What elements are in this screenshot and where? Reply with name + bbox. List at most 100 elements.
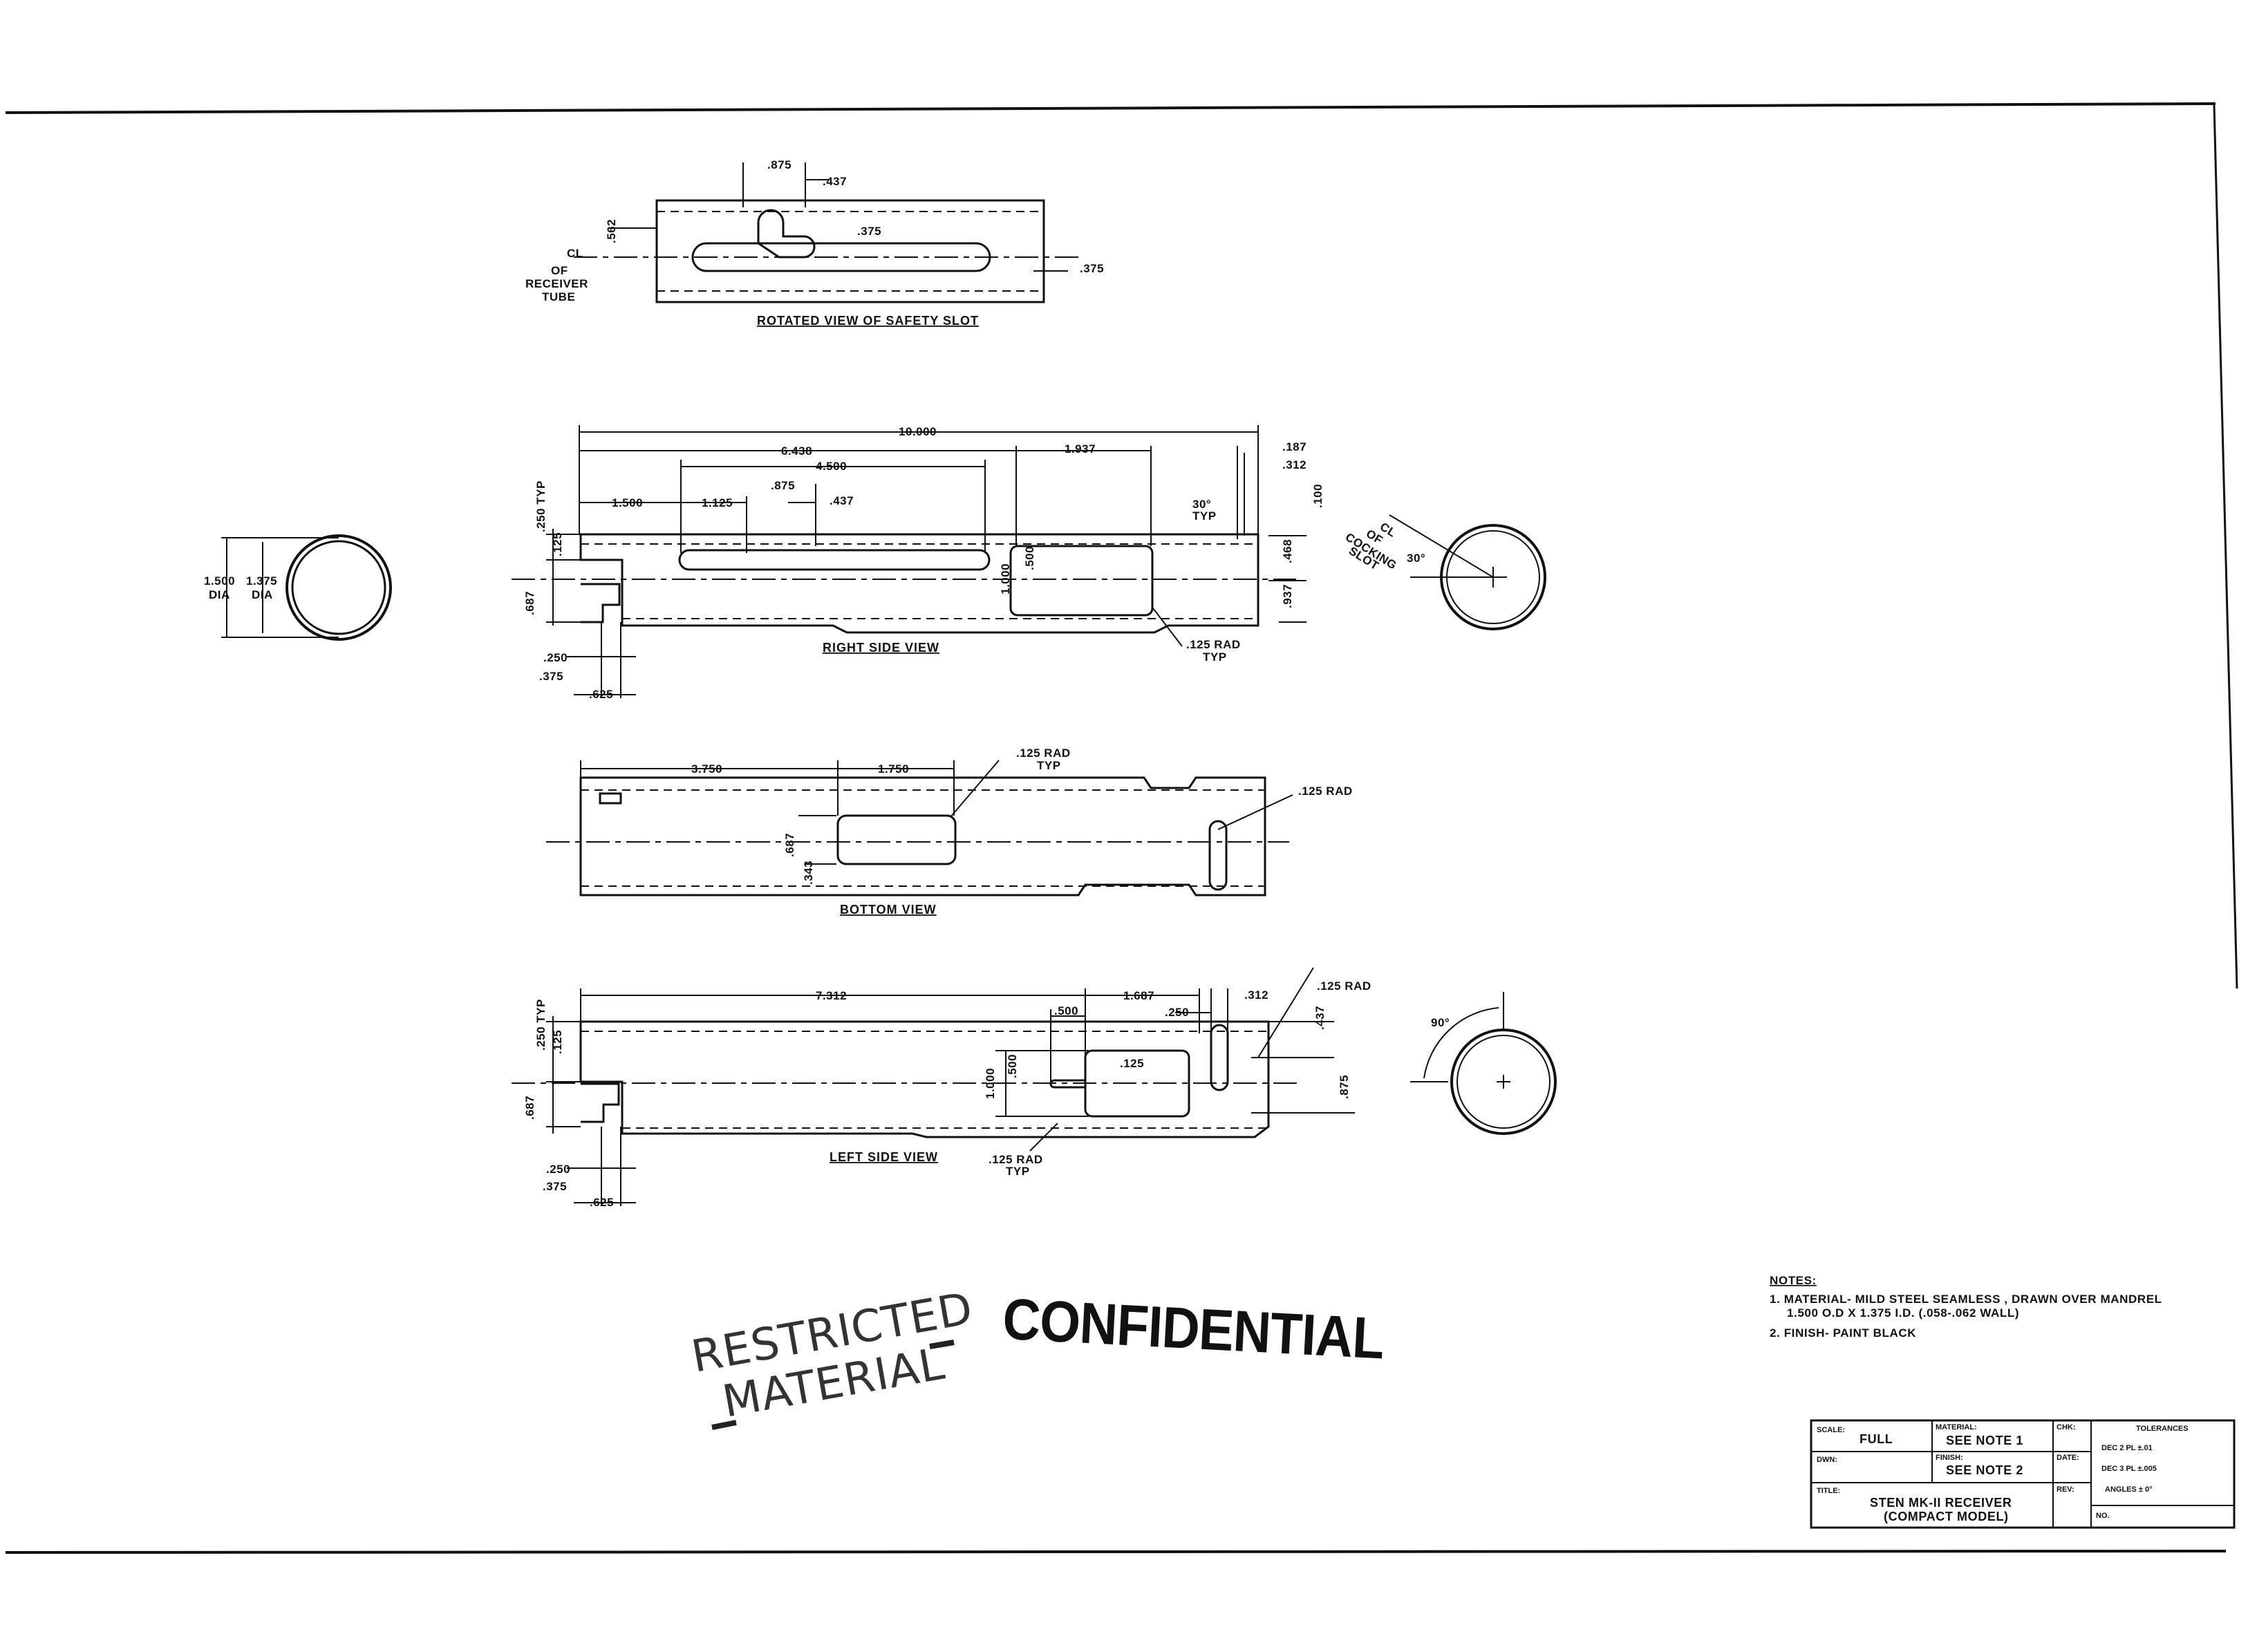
bottom-rad-1-typ: TYP bbox=[1037, 759, 1061, 772]
ls-dim-500v: .500 bbox=[1006, 1054, 1019, 1078]
rs-dim-875: .875 bbox=[771, 479, 795, 492]
rs-dim-375: .375 bbox=[539, 670, 563, 683]
ls-dim-437: .437 bbox=[1313, 1006, 1327, 1030]
rs-dim-100: .100 bbox=[1311, 484, 1324, 508]
ls-rad-typ: TYP bbox=[1006, 1165, 1030, 1178]
rs-dim-187: .187 bbox=[1282, 440, 1306, 453]
cocking-section-view bbox=[1389, 514, 1546, 630]
tb-dwn-label: DWN: bbox=[1817, 1456, 1837, 1464]
bottom-dim-687: .687 bbox=[783, 833, 796, 857]
notes-line-2: 1.500 O.D X 1.375 I.D. (.058-.062 WALL) bbox=[1787, 1306, 2019, 1320]
tb-finish-label: FINISH: bbox=[1936, 1454, 1963, 1462]
tb-scale-value: FULL bbox=[1860, 1432, 1893, 1446]
ls-dim-250b: .250 bbox=[546, 1163, 570, 1176]
left-side-caption: LEFT SIDE VIEW bbox=[830, 1150, 938, 1164]
tb-title-label: TITLE: bbox=[1817, 1487, 1840, 1495]
rs-dim-30-typ: TYP bbox=[1192, 509, 1217, 523]
tb-date-label: DATE: bbox=[2057, 1454, 2079, 1462]
rs-dim-overall: 10.000 bbox=[899, 425, 937, 438]
rs-dim-437: .437 bbox=[830, 494, 854, 507]
right-side-caption: RIGHT SIDE VIEW bbox=[823, 641, 939, 655]
end-dia-word-b: DIA bbox=[252, 588, 273, 601]
right-side-view bbox=[512, 425, 1306, 698]
rs-dim-937: .937 bbox=[1281, 584, 1294, 608]
safety-dim-375-a: .375 bbox=[857, 225, 881, 238]
ls-rad-top: .125 RAD bbox=[1317, 979, 1371, 993]
left-side-view bbox=[512, 967, 1355, 1206]
rs-dim-250: .250 bbox=[543, 651, 568, 664]
tb-tol-2pl: DEC 2 PL ±.01 bbox=[2101, 1444, 2153, 1452]
safety-dim-562: .562 bbox=[605, 219, 618, 243]
ls-dim-1687: 1.687 bbox=[1123, 989, 1154, 1002]
rs-dim-500: .500 bbox=[1023, 546, 1036, 570]
tb-no-label: NO. bbox=[2096, 1512, 2110, 1520]
tb-chk-label: CHK: bbox=[2057, 1423, 2076, 1432]
ls-rad: .125 RAD bbox=[989, 1153, 1043, 1166]
rs-dim-312: .312 bbox=[1282, 458, 1306, 471]
tb-title-1: STEN MK-II RECEIVER bbox=[1870, 1496, 2012, 1510]
rs-rad: .125 RAD bbox=[1186, 638, 1241, 651]
cocking-angle: 30° bbox=[1407, 552, 1425, 565]
tb-tol-3pl: DEC 3 PL ±.005 bbox=[2101, 1465, 2157, 1473]
rs-dim-468: .468 bbox=[1281, 539, 1294, 563]
rs-dim-1500: 1.500 bbox=[612, 496, 643, 509]
safety-dim-875: .875 bbox=[767, 158, 792, 171]
end-dia-word-a: DIA bbox=[209, 588, 230, 601]
ls-dim-875: .875 bbox=[1338, 1075, 1351, 1099]
bottom-dim-3750: 3.750 bbox=[691, 762, 722, 776]
ls-dim-375: .375 bbox=[543, 1180, 567, 1193]
rs-dim-30: 30° bbox=[1192, 498, 1211, 511]
safety-dim-375-b: .375 bbox=[1080, 262, 1104, 275]
safety-slot-view bbox=[574, 162, 1078, 303]
ls-dim-500: .500 bbox=[1054, 1004, 1078, 1017]
tb-rev-label: REV: bbox=[2057, 1485, 2074, 1494]
tb-material-label: MATERIAL: bbox=[1936, 1423, 1977, 1432]
tb-finish-value: SEE NOTE 2 bbox=[1946, 1463, 2023, 1477]
ls-dim-7312: 7.312 bbox=[816, 989, 847, 1002]
ls-dim-1000: 1.000 bbox=[984, 1068, 997, 1099]
ls-dim-125: .125 bbox=[1120, 1057, 1144, 1070]
ls-dim-125v: .125 bbox=[551, 1030, 564, 1054]
ls-dim-250: .250 bbox=[1165, 1006, 1189, 1019]
rs-dim-4500: 4.500 bbox=[816, 460, 847, 473]
rs-rad-typ: TYP bbox=[1203, 650, 1227, 664]
bottom-caption: BOTTOM VIEW bbox=[840, 903, 937, 917]
bottom-rad-1: .125 RAD bbox=[1016, 747, 1071, 760]
bottom-view bbox=[546, 760, 1293, 897]
restricted-material-stamp: RESTRICTED MATERIAL bbox=[688, 1283, 977, 1430]
notes-heading: NOTES: bbox=[1770, 1274, 1817, 1287]
rs-dim-1937: 1.937 bbox=[1065, 442, 1096, 456]
ls-dim-312: .312 bbox=[1244, 988, 1268, 1002]
safety-cl-receiver: RECEIVER bbox=[525, 277, 588, 290]
notes-block: NOTES: 1. MATERIAL- MILD STEEL SEAMLESS … bbox=[1770, 1274, 2162, 1340]
safety-dim-437: .437 bbox=[823, 175, 847, 188]
end-section-view bbox=[221, 534, 392, 641]
rs-dim-625: .625 bbox=[589, 688, 613, 701]
title-block bbox=[1810, 1419, 2236, 1529]
rs-dim-687: .687 bbox=[523, 591, 536, 615]
bottom-dim-1750: 1.750 bbox=[878, 762, 909, 776]
tb-tolerances-label: TOLERANCES bbox=[2136, 1425, 2189, 1433]
bottom-dim-343: .343 bbox=[802, 861, 815, 885]
rs-dim-1000: 1.000 bbox=[999, 563, 1012, 594]
ls-dim-250typ: .250 TYP bbox=[534, 999, 547, 1051]
sheet-border bbox=[5, 102, 2238, 1554]
safety-cl-of: OF bbox=[551, 264, 568, 277]
notes-line-3: 2. FINISH- PAINT BLACK bbox=[1770, 1326, 1916, 1340]
rs-dim-125: .125 bbox=[551, 532, 564, 556]
rs-dim-6438: 6.438 bbox=[781, 444, 812, 458]
tb-material-value: SEE NOTE 1 bbox=[1946, 1434, 2023, 1447]
end-dia-1500: 1.500 bbox=[204, 574, 235, 588]
left-section-angle: 90° bbox=[1431, 1016, 1450, 1029]
end-dia-1375: 1.375 bbox=[246, 574, 277, 588]
safety-cl-tube: TUBE bbox=[542, 290, 575, 303]
safety-slot-caption: ROTATED VIEW OF SAFETY SLOT bbox=[757, 314, 979, 328]
ls-dim-687: .687 bbox=[523, 1096, 536, 1120]
bottom-rad-2: .125 RAD bbox=[1298, 785, 1353, 798]
tb-scale-label: SCALE: bbox=[1817, 1426, 1845, 1434]
tb-title-2: (COMPACT MODEL) bbox=[1884, 1510, 2009, 1523]
rs-dim-1125: 1.125 bbox=[702, 496, 733, 509]
stamp-confidential: CONFIDENTIAL bbox=[1001, 1286, 1385, 1371]
rs-dim-250typ: .250 TYP bbox=[534, 480, 547, 532]
